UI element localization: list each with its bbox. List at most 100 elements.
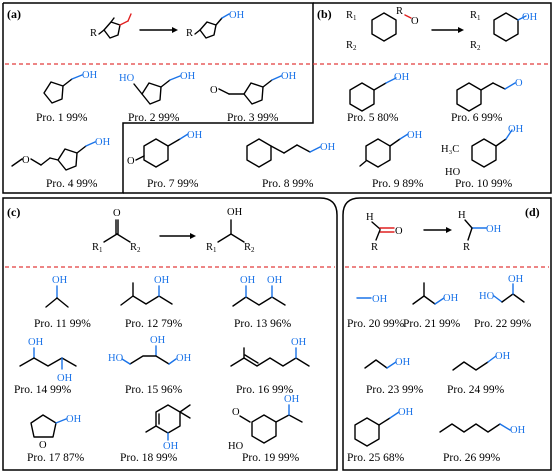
product-1: OH Pro. 1 99% bbox=[36, 70, 98, 124]
product-22-label: Pro. 22 99% bbox=[474, 318, 532, 330]
svg-text:R: R bbox=[396, 6, 403, 17]
svg-text:OH: OH bbox=[180, 71, 196, 82]
product-10-label: Pro. 10 99% bbox=[455, 178, 513, 190]
svg-text:R2: R2 bbox=[470, 40, 481, 52]
product-2: HO OH Pro. 2 99% bbox=[119, 71, 196, 124]
product-10: H₃C HO OH Pro. 10 99% bbox=[441, 124, 524, 190]
product-3: O OH Pro. 3 99% bbox=[210, 71, 297, 124]
svg-text:O: O bbox=[411, 16, 419, 27]
product-14-label: Pro. 14 99% bbox=[14, 384, 72, 396]
panel-a-label: (a) bbox=[7, 7, 21, 21]
product-16-label: Pro. 16 99% bbox=[236, 384, 294, 396]
svg-text:OH: OH bbox=[508, 124, 524, 135]
svg-text:O: O bbox=[113, 208, 121, 219]
svg-text:OH: OH bbox=[187, 130, 203, 141]
svg-text:OH: OH bbox=[150, 335, 166, 346]
product-6-label: Pro. 6 99% bbox=[451, 112, 503, 124]
svg-text:OH: OH bbox=[372, 294, 388, 305]
svg-text:O: O bbox=[22, 155, 30, 166]
product-3-label: Pro. 3 99% bbox=[227, 112, 279, 124]
product-17: O OH Pro. 17 87% bbox=[27, 414, 85, 464]
product-11-label: Pro. 11 99% bbox=[34, 318, 91, 330]
product-25-label: Pro. 25 68% bbox=[347, 452, 405, 464]
product-26: OH Pro. 26 99% bbox=[439, 423, 526, 464]
svg-text:OH: OH bbox=[495, 351, 511, 362]
svg-text:OH: OH bbox=[508, 274, 524, 285]
product-17-label: Pro. 17 87% bbox=[27, 452, 85, 464]
svg-text:HO: HO bbox=[479, 291, 495, 302]
product-19: O HO OH Pro. 19 99% bbox=[228, 394, 303, 464]
scheme-a-r: R bbox=[90, 28, 97, 39]
product-24: OH Pro. 24 99% bbox=[447, 351, 511, 396]
scheme-b: R1 R2 R O R1 R2 OH bbox=[346, 6, 538, 52]
svg-text:HO: HO bbox=[445, 167, 461, 178]
scheme-a-r2: R bbox=[186, 28, 193, 39]
svg-text:H: H bbox=[366, 212, 374, 223]
svg-text:OH: OH bbox=[281, 71, 297, 82]
svg-text:OH: OH bbox=[291, 337, 307, 348]
svg-text:HO: HO bbox=[108, 353, 124, 364]
product-18-label: Pro. 18 99% bbox=[120, 452, 178, 464]
product-26-label: Pro. 26 99% bbox=[443, 452, 501, 464]
svg-text:O: O bbox=[210, 85, 218, 96]
product-4: O OH Pro. 4 99% bbox=[11, 137, 111, 190]
product-5: OH Pro. 5 80% bbox=[347, 72, 410, 124]
product-12-label: Pro. 12 79% bbox=[125, 318, 183, 330]
svg-text:OH: OH bbox=[52, 275, 68, 286]
product-25: OH Pro. 25 68% bbox=[347, 407, 414, 464]
product-9: OH Pro. 9 89% bbox=[359, 130, 424, 190]
svg-text:OH: OH bbox=[267, 275, 283, 286]
svg-text:R: R bbox=[371, 242, 378, 253]
product-8: OH Pro. 8 99% bbox=[246, 138, 336, 190]
svg-text:OH: OH bbox=[522, 12, 538, 23]
svg-text:OH: OH bbox=[284, 394, 300, 405]
svg-text:R2: R2 bbox=[130, 242, 141, 254]
product-12: OH Pro. 12 79% bbox=[120, 275, 183, 330]
panel-d: (d) H O R H OH R OH Pro. 20 99% bbox=[347, 205, 540, 464]
svg-text:OH: OH bbox=[154, 275, 170, 286]
panel-c: (c) O R1 R2 OH R1 R2 OH Pro. 11 99% bbox=[7, 205, 310, 464]
panel-b: (b) R1 R2 R O R1 R2 OH OH Pro. 5 80% bbox=[127, 6, 538, 190]
product-7: O OH Pro. 7 99% bbox=[127, 130, 203, 190]
panel-a: (a) R R OH OH Pro. 1 99% bbox=[7, 7, 297, 190]
scheme-a: R R OH bbox=[90, 10, 245, 39]
panel-c-label: (c) bbox=[7, 205, 20, 219]
svg-text:OH: OH bbox=[486, 224, 502, 235]
svg-text:HO: HO bbox=[119, 73, 135, 84]
svg-text:OH: OH bbox=[240, 275, 256, 286]
svg-text:R2: R2 bbox=[244, 242, 255, 254]
svg-text:R1: R1 bbox=[206, 242, 217, 254]
product-6: O Pro. 6 99% bbox=[451, 78, 523, 124]
svg-text:O: O bbox=[395, 226, 403, 237]
svg-text:OH: OH bbox=[227, 207, 243, 218]
svg-text:O: O bbox=[515, 78, 523, 89]
product-23: OH Pro. 23 99% bbox=[364, 357, 424, 396]
scheme-a-oh: OH bbox=[229, 10, 245, 21]
svg-text:R2: R2 bbox=[346, 40, 357, 52]
svg-text:OH: OH bbox=[82, 70, 98, 81]
product-7-label: Pro. 7 99% bbox=[147, 178, 199, 190]
svg-text:HO: HO bbox=[228, 441, 244, 452]
product-21: OH Pro. 21 99% bbox=[403, 282, 461, 330]
product-1-label: Pro. 1 99% bbox=[36, 112, 88, 124]
svg-text:OH: OH bbox=[320, 142, 336, 153]
product-9-label: Pro. 9 89% bbox=[372, 178, 424, 190]
svg-text:OH: OH bbox=[66, 414, 82, 425]
svg-text:R: R bbox=[463, 242, 470, 253]
panel-d-label: (d) bbox=[525, 205, 540, 219]
svg-text:H₃C: H₃C bbox=[441, 144, 459, 155]
svg-text:OH: OH bbox=[57, 373, 73, 384]
product-8-label: Pro. 8 99% bbox=[262, 178, 314, 190]
svg-text:O: O bbox=[39, 440, 47, 451]
product-13: OH OH Pro. 13 96% bbox=[232, 275, 292, 330]
svg-text:OH: OH bbox=[395, 357, 411, 368]
product-21-label: Pro. 21 99% bbox=[403, 318, 461, 330]
product-2-label: Pro. 2 99% bbox=[128, 112, 180, 124]
panel-b-label: (b) bbox=[317, 7, 332, 21]
scheme-d: H O R H OH R bbox=[366, 210, 502, 253]
svg-text:O: O bbox=[232, 407, 240, 418]
svg-text:OH: OH bbox=[407, 130, 423, 141]
svg-text:OH: OH bbox=[394, 72, 410, 83]
